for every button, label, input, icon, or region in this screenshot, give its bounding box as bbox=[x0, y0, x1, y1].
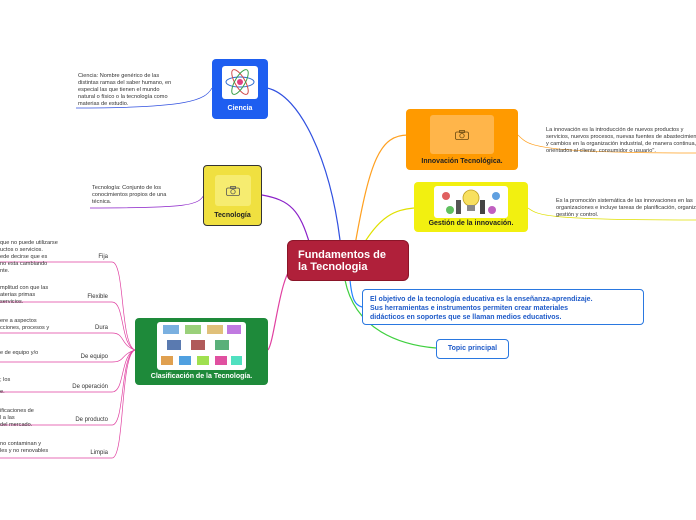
leaf-de-producto[interactable]: De producto bbox=[75, 417, 108, 423]
ciencia-node[interactable]: Ciencia bbox=[212, 59, 268, 119]
leaf-de-operacion[interactable]: De operación bbox=[72, 384, 108, 390]
tecnologia-image-placeholder bbox=[215, 175, 251, 206]
central-topic[interactable]: Fundamentos de la Tecnologia bbox=[287, 240, 409, 281]
camera-icon bbox=[226, 185, 240, 196]
leaf-limpia[interactable]: Limpia bbox=[90, 450, 108, 456]
leaf-de-equipo[interactable]: De equipo bbox=[80, 354, 108, 360]
atom-image bbox=[222, 66, 258, 99]
leaf-dura[interactable]: Dura bbox=[94, 325, 108, 331]
note-fija: que no puede utilizarse uctos o servicio… bbox=[0, 240, 58, 274]
clasificacion-label: Clasificación de la Tecnología. bbox=[150, 373, 253, 380]
note-dura: ere a aspectos cciones, procesos y bbox=[0, 318, 50, 331]
tecnologia-note-underline bbox=[89, 194, 205, 209]
atom-icon bbox=[225, 69, 255, 95]
gestion-node[interactable]: Gestión de la innovación. bbox=[414, 182, 528, 232]
classification-diagram-icon bbox=[161, 325, 242, 365]
note-de-producto: ificaciones de l a las del mercado. bbox=[0, 408, 34, 428]
note-flexible: mplitud con que las aterias primas servi… bbox=[0, 285, 49, 305]
gestion-note: Es la promoción sistemática de las innov… bbox=[556, 198, 696, 218]
leaf-flexible[interactable]: Flexible bbox=[87, 294, 108, 300]
ciencia-note-underline bbox=[75, 87, 213, 109]
objetivo-node[interactable]: El objetivo de la tecnología educativa e… bbox=[362, 289, 644, 325]
innovacion-node[interactable]: Innovación Tecnológica. bbox=[406, 109, 518, 170]
central-title: Fundamentos de la Tecnologia bbox=[298, 249, 387, 273]
link-topic bbox=[344, 279, 437, 349]
link-innovacion bbox=[354, 134, 409, 246]
tecnologia-label: Tecnología bbox=[214, 212, 251, 219]
leaf-fija[interactable]: Fija bbox=[98, 254, 108, 260]
clasificacion-node[interactable]: Clasificación de la Tecnología. bbox=[135, 318, 268, 385]
link-ciencia bbox=[266, 87, 341, 241]
note-de-equipo: e de equipo y/o bbox=[0, 350, 39, 356]
ciencia-label: Ciencia bbox=[227, 105, 253, 112]
topic-principal-label: Topic principal bbox=[447, 345, 498, 352]
camera-icon bbox=[455, 129, 469, 140]
link-tecnologia bbox=[261, 194, 311, 246]
lightbulb-image bbox=[434, 186, 508, 218]
gestion-label: Gestión de la innovación. bbox=[428, 220, 514, 227]
note-de-operacion: ; los e. bbox=[0, 377, 11, 395]
ciencia-note: Ciencia: Nombre genérico de las distinta… bbox=[78, 73, 172, 107]
note-limpia: no contaminan y les y no renovables bbox=[0, 441, 49, 454]
innovacion-label: Innovación Tecnológica. bbox=[421, 158, 503, 165]
link-objetivo bbox=[349, 279, 363, 308]
objetivo-text: El objetivo de la tecnología educativa e… bbox=[370, 296, 593, 321]
topic-principal-node[interactable]: Topic principal bbox=[436, 339, 509, 359]
gestion-note-underline bbox=[527, 207, 696, 221]
innovacion-note: La innovación es la introducción de nuev… bbox=[546, 127, 696, 154]
tecnologia-note: Tecnología: Conjunto de los conocimiento… bbox=[92, 185, 167, 205]
tecnologia-node[interactable]: Tecnología bbox=[203, 165, 262, 226]
innovacion-note-underline bbox=[517, 134, 696, 154]
classification-image bbox=[157, 322, 246, 370]
lightbulb-icon bbox=[442, 189, 500, 214]
innovacion-image-placeholder bbox=[430, 115, 494, 154]
